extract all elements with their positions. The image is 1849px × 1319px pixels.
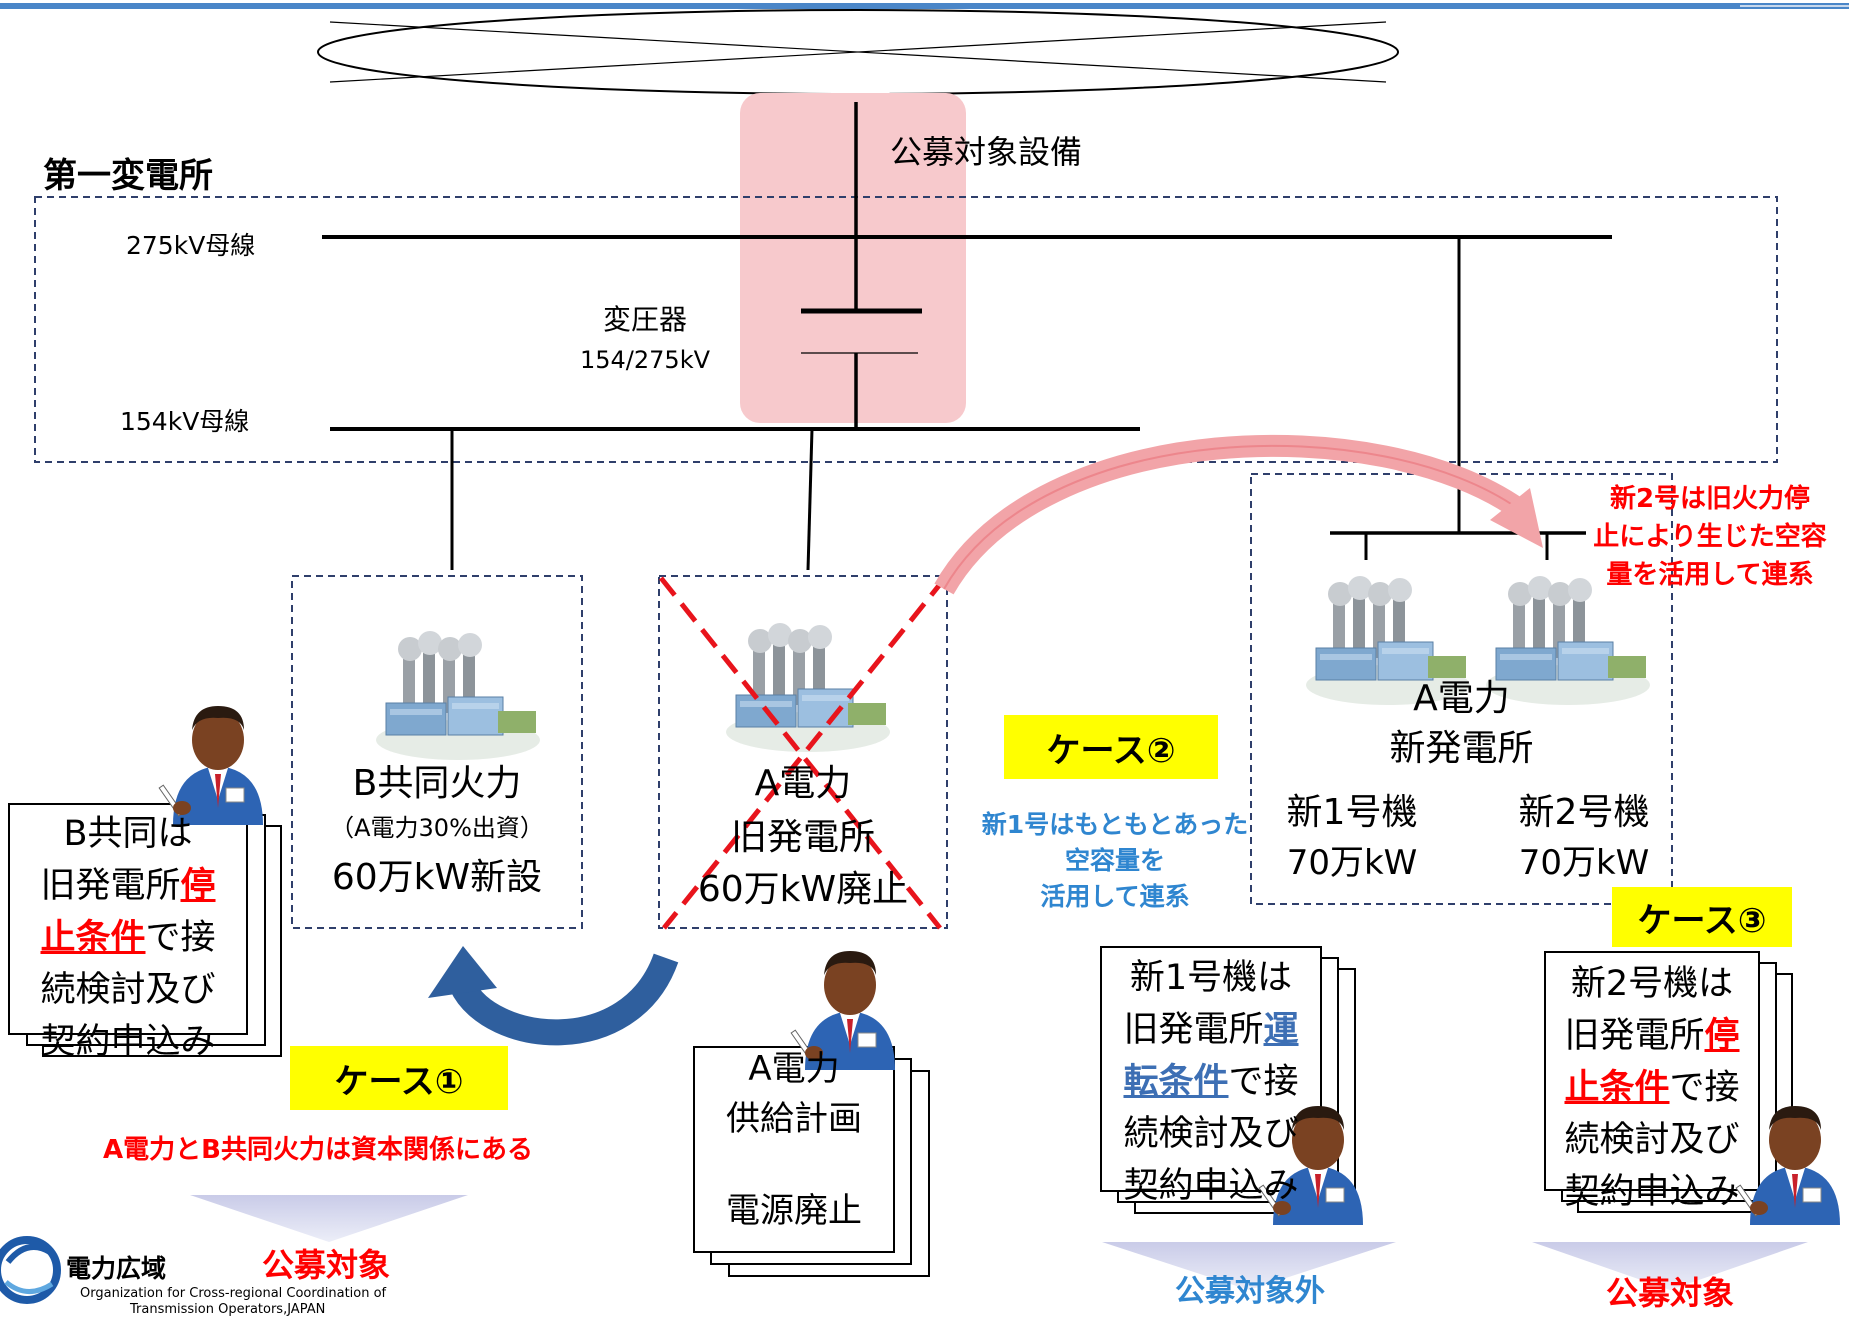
logo-org-line-2: Transmission Operators,JAPAN	[130, 1302, 326, 1317]
new1-doc-line-4: 続検討及び	[1123, 1114, 1299, 1154]
transformer-label: 変圧器	[602, 303, 687, 336]
abolished-cross	[659, 576, 947, 930]
a-old-plant-company: A電力	[754, 763, 852, 804]
new2-doc-text: 新2号機は 旧発電所停 止条件で接 続検討及び 契約申込み	[1545, 958, 1759, 1218]
new1-doc-line-1: 新1号機は	[1129, 958, 1293, 998]
unit2-label: 新2号機	[1518, 792, 1650, 833]
new2-doc-line-5: 契約申込み	[1564, 1172, 1740, 1212]
case3-note-1: 新2号は旧火力停	[1609, 484, 1811, 514]
bus-154kv-label: 154kV母線	[120, 407, 250, 436]
b-doc-line-5: 契約申込み	[40, 1022, 216, 1062]
a-doc-text: A電力 供給計画 電源廃止	[694, 1044, 894, 1236]
result-left: 公募対象	[262, 1246, 391, 1284]
doc-stack-new1	[1100, 946, 1356, 1214]
transformer-rating: 154/275kV	[579, 346, 711, 374]
bus-275kv-label: 275kV母線	[126, 231, 256, 260]
b-plant-box	[291, 575, 583, 929]
logo-name: 電力広域	[66, 1254, 167, 1283]
case3-note-3: 量を活用して連系	[1606, 560, 1814, 590]
case1-label: ケース①	[290, 1046, 508, 1110]
grid-loop	[317, 9, 1399, 95]
new1-doc-line-5: 契約申込み	[1123, 1166, 1299, 1206]
case1-note: A電力とB共同火力は資本関係にある	[103, 1135, 533, 1165]
b-plant-capacity: 60万kW新設	[331, 857, 543, 898]
result-triangle-right	[1532, 1242, 1808, 1290]
unit2-capacity: 70万kW	[1518, 843, 1650, 883]
new2-doc-line-1: 新2号機は	[1570, 964, 1734, 1004]
case1-arrow	[428, 946, 679, 1046]
case3-note-2: 止により生じた空容	[1593, 522, 1827, 552]
logo-org-line-1: Organization for Cross-regional Coordina…	[80, 1286, 387, 1301]
a-doc-line-2: 供給計画	[726, 1099, 862, 1139]
b-doc-line-4: 続検討及び	[40, 970, 216, 1010]
a-old-plant-box	[658, 575, 948, 929]
a-old-plant-name: 旧発電所	[730, 817, 875, 858]
case2-note-1: 新1号はもともとあった	[981, 810, 1249, 839]
b-doc-line-3: 止条件で接	[40, 918, 216, 958]
case2-label: ケース②	[1004, 715, 1218, 779]
substation-name: 第一変電所	[43, 156, 213, 196]
case2-note-2: 空容量を	[1064, 846, 1165, 875]
new2-doc-line-3: 止条件で接	[1564, 1068, 1740, 1108]
a-new-plant-company: A電力	[1413, 678, 1510, 719]
a-old-plant-capacity: 60万kW廃止	[697, 869, 909, 910]
capacity-transfer-arrow	[934, 434, 1543, 595]
result-middle: 公募対象外	[1175, 1274, 1325, 1309]
new2-doc-line-4: 続検討及び	[1564, 1120, 1740, 1160]
b-plant-note: （A電力30%出資）	[330, 814, 544, 842]
new2-doc-line-2: 旧発電所停	[1564, 1016, 1740, 1056]
new1-doc-line-2: 旧発電所運	[1123, 1010, 1299, 1050]
a-new-plant-name: 新発電所	[1389, 728, 1534, 769]
doc-stack-a	[693, 1046, 930, 1277]
target-equipment-highlight	[740, 93, 966, 423]
unit1-capacity: 70万kW	[1286, 843, 1418, 883]
new1-doc-text: 新1号機は 旧発電所運 転条件で接 続検討及び 契約申込み	[1101, 952, 1321, 1212]
a-doc-line-3: 電源廃止	[726, 1191, 862, 1231]
b-plant-name: B共同火力	[352, 763, 522, 804]
doc-stack-b	[8, 803, 282, 1057]
unit1-label: 新1号機	[1286, 792, 1418, 833]
case3-label: ケース③	[1612, 887, 1792, 947]
result-right: 公募対象	[1605, 1274, 1734, 1312]
doc-stack-new2	[1544, 951, 1793, 1213]
logo-mark	[0, 1236, 61, 1304]
b-doc-text: B共同は 旧発電所停 止条件で接 続検討及び 契約申込み	[9, 808, 247, 1068]
a-doc-line-1: A電力	[748, 1049, 840, 1089]
target-equipment-label: 公募対象設備	[890, 133, 1083, 171]
result-triangle-left	[190, 1195, 468, 1242]
case2-note-3: 活用して連系	[1040, 882, 1190, 911]
plant-icon-b	[375, 630, 541, 761]
b-doc-line-1: B共同は	[63, 814, 193, 854]
new1-doc-line-3: 転条件で接	[1123, 1062, 1299, 1102]
b-doc-line-2: 旧発電所停	[40, 866, 216, 906]
result-triangle-middle	[1102, 1242, 1396, 1290]
substation-box	[34, 196, 1778, 463]
